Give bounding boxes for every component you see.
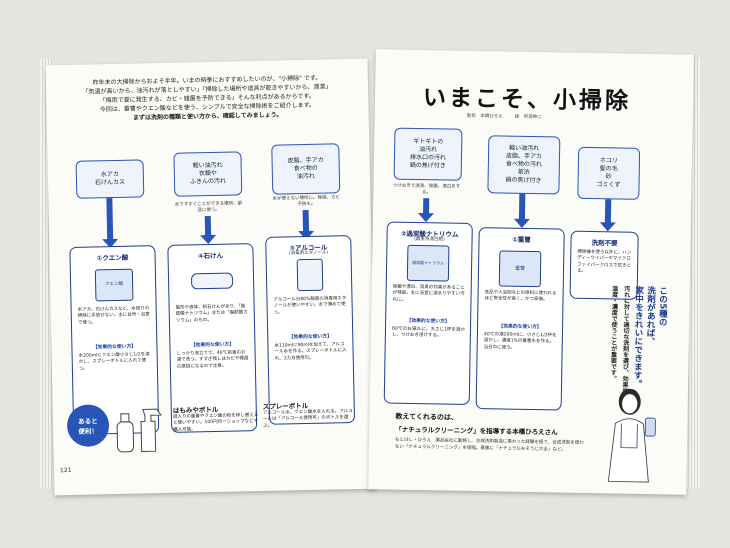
detergent-card-baking-soda: ①重曹 重曹 食品や入浴剤などの原料に使われるほど安全性が高く、かつ安価。 【効…	[475, 227, 565, 411]
left-page: 昨年末の大掃除からおよそ半年。いまの時季におすすめしたいのが、"小掃除" です。…	[45, 58, 377, 496]
box-line: ゴミくず	[596, 181, 621, 189]
card-how-text: 40℃の湯200mlに、小さじ1/2杯を溶かし、濃度1%の重曹水を作る。当日中に…	[483, 332, 557, 351]
flow-arrow	[422, 198, 430, 215]
box-line: 鍋の焦げ付き	[505, 176, 542, 185]
dirt-box-heavy-oil: ギトギトの 油汚れ 排水口の汚れ 鍋の焦げ付き	[393, 127, 463, 181]
box-line: ギトギトの	[413, 137, 444, 146]
flow-arrow	[518, 193, 526, 220]
alcohol-bottle-illustration	[296, 258, 324, 292]
citric-acid-bag-illustration: クエン酸	[94, 268, 134, 302]
card-subtitle: (消毒用エタノール)	[288, 250, 329, 257]
card-description: 除菌や漂白、消臭の効果があることが特長。主に浴室に溜まりやすい汚れに。	[392, 284, 465, 303]
card-title: 洗剤不要	[591, 239, 618, 248]
card-how-label: 【効果的な使い方】	[92, 344, 137, 351]
box-line: 油汚れ	[296, 172, 315, 181]
card-how-text: しっかり泡立てて、40℃前後のお湯で洗う。すすぎ残しはカビや雑菌の原因になるので…	[176, 350, 249, 370]
bottles-illustration	[113, 399, 168, 456]
box-line: 茶渋	[517, 168, 530, 176]
card-how-label: 【効果的な使い方】	[288, 334, 332, 341]
box-line: 鍋の焦げ付き	[409, 161, 446, 170]
percarbonate-bag-illustration: 過炭酸ナトリウム	[406, 244, 450, 282]
card-title: ④石けん	[197, 251, 224, 261]
usage-note: 水ですすぐことができる場所、部品に使う。	[174, 201, 243, 214]
detergent-card-percarbonate: ②過炭酸ナトリウム (酸素系漂白剤) 過炭酸ナトリウム 除菌や漂白、消臭の効果が…	[383, 221, 473, 405]
intro-text: 昨年末の大掃除からおよそ半年。いまの時季におすすめしたいのが、"小掃除" です。…	[76, 73, 339, 123]
page-title: いまこそ、小掃除	[422, 85, 632, 115]
card-description: 食品や入浴剤などの原料に使われるほど安全性が高く、かつ安価。	[484, 290, 557, 303]
teacher-heading: 教えてくれるのは、	[395, 412, 458, 422]
flow-arrow	[204, 215, 212, 237]
extra-text-spray: アルコール水、クエン酸水を入れる。アルコールは「アルコール使用可」のボトルを選ぶ…	[262, 409, 353, 429]
dirt-box-light-oil: 軽い油汚れ 衣類や ふきんの汚れ	[173, 151, 243, 197]
flow-arrow	[106, 198, 114, 241]
box-line: 石けんカス	[94, 178, 126, 187]
handy-badge: あると 便利！	[66, 404, 110, 448]
teacher-name: 「ナチュラルクリーニング」を指導する本橋ひろえさん	[395, 425, 558, 437]
card-how-label: 【効果的な使い方】	[406, 318, 450, 325]
extra-text-bottle: 詰入りの重曹やクエン酸の粉を移し替えると使いやすい。100円均一ショップなどで購…	[172, 413, 259, 433]
baking-soda-bag-illustration: 重曹	[498, 250, 542, 288]
card-how-label: 【効果的な使い方】	[190, 342, 235, 349]
card-how-text: 水110mlに90mlを加えて、アルコール水を作る。スプレーボトルに入れ、3カ月…	[274, 342, 347, 362]
box-line: 髪の毛	[599, 165, 618, 173]
card-description: 水アカ、石けんカスなど、水回りの掃除に手放せない。主に台所・浴室で使う。	[77, 306, 150, 326]
usage-note: 水が使えない場所に。除菌、カビ予防も。	[272, 195, 341, 208]
card-title: ①クエン酸	[96, 253, 129, 263]
teacher-illustration	[594, 383, 676, 488]
card-description: アルコール分80%程度の消毒用エタノールが使いやすい。水で薄めて使う。	[273, 296, 347, 316]
card-description: 掃除機を使う以外に、ハンディーワイパーやマイクロファイバークロスで拭きとる。	[576, 249, 632, 275]
usage-note: つけおきで洗浄、除菌、漂白をする。	[392, 183, 461, 196]
card-how-text: 60℃のお湯2Lに、大さじ1杯を溶かし、つけおき浸けする。	[391, 326, 465, 339]
right-page: いまこそ、小掃除 監修 本橋ひろえ 絵 阿部伸二 ギトギトの 油汚れ 排水口の汚…	[368, 49, 694, 495]
card-how-label: 【効果的な使い方】	[498, 324, 542, 331]
dirt-box-sebum: 皮脂、手アカ 食べ物の 油汚れ	[271, 143, 341, 195]
credit-supervisor: 監修 本橋ひろえ	[466, 113, 503, 120]
soap-bar-illustration	[190, 272, 234, 290]
dirt-box-water-scale: 水アカ 石けんカス	[75, 159, 145, 199]
detergent-card-alcohol: ③アルコール (消毒用エタノール) アルコール分80%程度の消毒用エタノールが使…	[265, 235, 356, 425]
badge-line: 便利！	[78, 427, 99, 436]
box-line: 砂	[605, 173, 612, 181]
card-title: ①重曹	[512, 235, 531, 244]
card-how-text: 水200mlにクエン酸小さじ1/2を溶かし、スプレーボトルに入れて使う。	[78, 352, 150, 372]
page-number: 121	[59, 466, 72, 475]
credit-illustrator: 絵 阿部伸二	[514, 114, 542, 121]
dirt-box-dust: ホコリ 髪の毛 砂 ゴミくず	[577, 146, 641, 200]
dirt-box-light-oil-stains: 軽い油汚れ 皮脂、手アカ 食べ物の汚れ 茶渋 鍋の焦げ付き	[487, 135, 561, 195]
flow-arrow	[302, 209, 310, 233]
card-subtitle: (酸素系漂白剤)	[414, 236, 445, 243]
card-description: 固形や液体、粉石けんがあり、「脂肪酸ナトリウム」または「脂肪酸カリウム」のもの。	[175, 304, 248, 324]
box-line: ふきんの汚れ	[189, 177, 227, 186]
flow-arrow	[604, 199, 612, 224]
teacher-profile: もとはし・ひろえ 薬品会社に勤務し、合成洗剤製造に携わった経験を経て、合成洗剤を…	[394, 437, 584, 453]
